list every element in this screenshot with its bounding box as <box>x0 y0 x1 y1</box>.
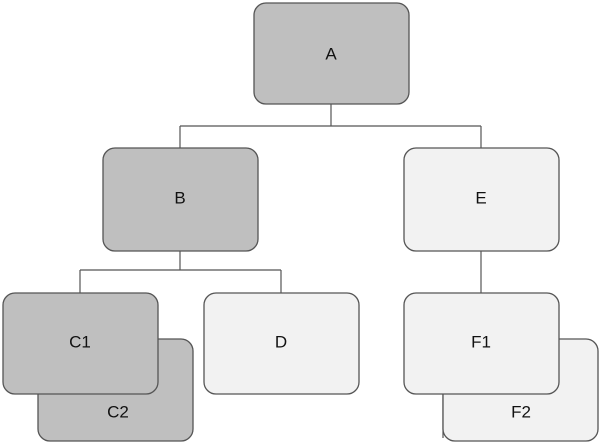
node-c1-label: C1 <box>69 333 91 352</box>
connector-b-to-children <box>79 251 282 293</box>
node-a-label: A <box>325 45 337 64</box>
connector-a-to-children <box>179 104 482 148</box>
node-b-label: B <box>174 189 185 208</box>
node-c1[interactable]: C1 <box>2 292 159 395</box>
node-f1-label: F1 <box>471 333 491 352</box>
node-f1[interactable]: F1 <box>403 292 560 395</box>
node-d[interactable]: D <box>203 292 360 395</box>
node-b[interactable]: B <box>102 147 259 252</box>
node-d-label: D <box>275 333 287 352</box>
node-e-label: E <box>475 189 486 208</box>
node-a[interactable]: A <box>253 2 410 105</box>
node-c2-label: C2 <box>107 403 129 422</box>
node-f2-label: F2 <box>511 403 531 422</box>
node-e[interactable]: E <box>403 147 560 252</box>
